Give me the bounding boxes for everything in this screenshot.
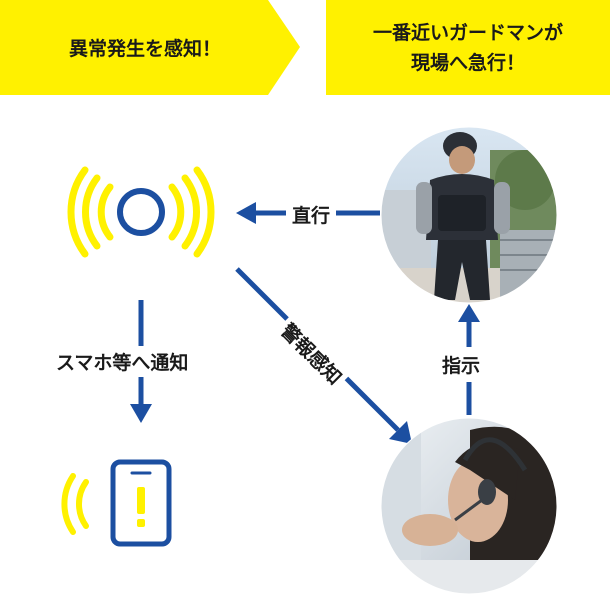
operator-photo-frame bbox=[380, 417, 558, 595]
banner-dispatch-line2: 現場へ急行！ bbox=[410, 51, 525, 74]
step-banner-dispatch: 一番近いガードマンが 現場へ急行！ bbox=[326, 0, 610, 95]
banner-dispatch-line1: 一番近いガードマンが bbox=[372, 21, 563, 44]
banner-detect-text: 異常発生を感知！ bbox=[68, 38, 221, 60]
label-direct: 直行 bbox=[286, 201, 337, 228]
guard-photo-frame bbox=[380, 126, 558, 304]
smartphone-alert-icon bbox=[61, 459, 172, 547]
label-smartphone: スマホ等へ通知 bbox=[52, 346, 193, 377]
operator-photo bbox=[381, 418, 557, 594]
step-banner-detect: 異常発生を感知！ bbox=[0, 0, 300, 95]
label-instruct: 指示 bbox=[440, 347, 483, 382]
signal-sensor-icon bbox=[67, 166, 215, 258]
